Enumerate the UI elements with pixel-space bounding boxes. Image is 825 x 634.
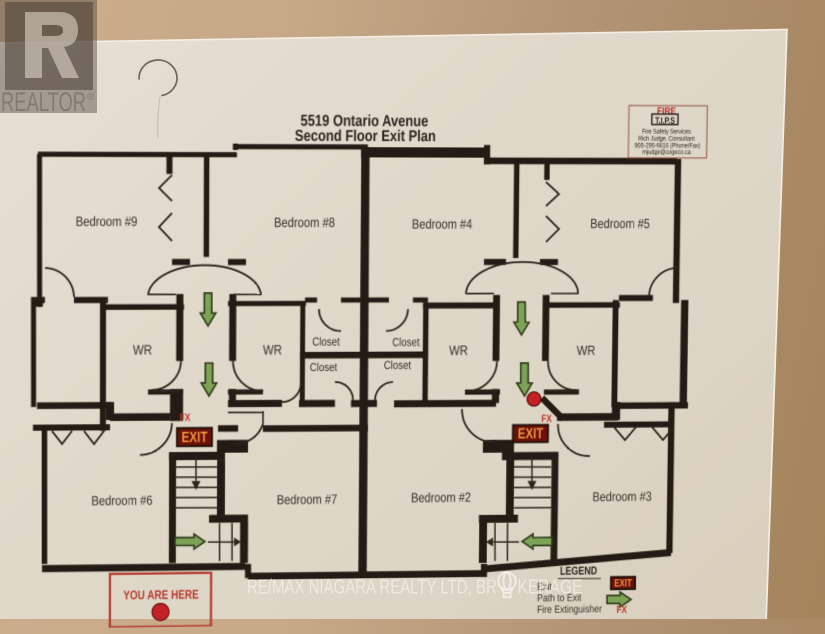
svg-text:KERAGE: KERAGE (518, 576, 583, 598)
svg-text:RE/MAX NIAGARA REALTY LTD, BR: RE/MAX NIAGARA REALTY LTD, BR (247, 575, 497, 598)
svg-text:REALTOR: REALTOR (1, 86, 86, 116)
svg-text:®: ® (87, 92, 95, 103)
